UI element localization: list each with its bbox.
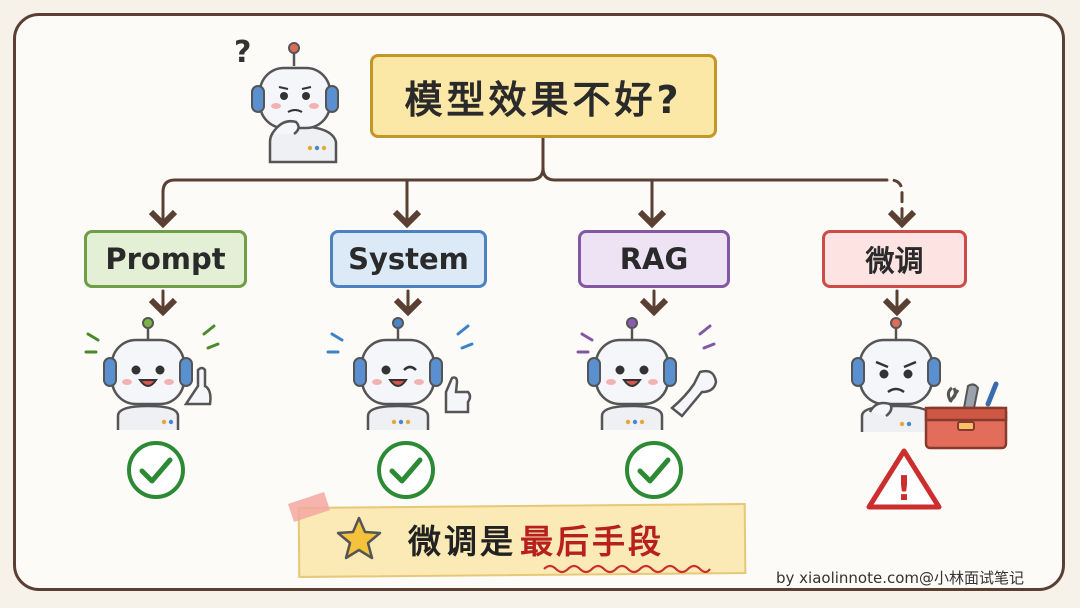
title-text: 模型效果不好? <box>404 77 683 122</box>
banner-text: 微调是 最后手段 <box>408 513 664 565</box>
title-box: 模型效果不好? <box>370 54 717 138</box>
option-system: System <box>330 230 487 288</box>
option-rag: RAG <box>578 230 730 288</box>
question-mark: ? <box>234 35 251 70</box>
option-prompt-label: Prompt <box>105 242 226 276</box>
thinking-robot-icon: ? <box>234 35 339 164</box>
happy-robot-pointing-icon <box>84 317 220 430</box>
option-finetune-label: 微调 <box>865 244 924 278</box>
check-icon <box>127 441 185 499</box>
warning-icon: ! <box>866 448 942 510</box>
banner-emphasis: 最后手段 <box>520 522 664 561</box>
happy-robot-fist-icon <box>576 317 718 430</box>
wavy-underline <box>543 564 711 574</box>
credit-text: by xiaolinnote.com@小林面试笔记 <box>776 569 1025 587</box>
worried-robot-toolbox-icon <box>851 317 1008 450</box>
option-finetune: 微调 <box>822 230 967 288</box>
tape-icon <box>288 492 330 522</box>
check-icon <box>377 441 435 499</box>
branch-finetune <box>828 178 917 229</box>
option-prompt: Prompt <box>84 230 247 288</box>
star-icon <box>336 516 382 560</box>
happy-robot-thumbs-up-icon <box>326 317 474 430</box>
check-icon <box>625 441 683 499</box>
warning-mark: ! <box>896 469 912 509</box>
option-rag-label: RAG <box>619 242 689 276</box>
option-system-label: System <box>348 242 469 276</box>
trunk-line <box>541 136 882 182</box>
branch-prompt <box>148 166 545 229</box>
banner-prefix: 微调是 <box>408 522 516 561</box>
